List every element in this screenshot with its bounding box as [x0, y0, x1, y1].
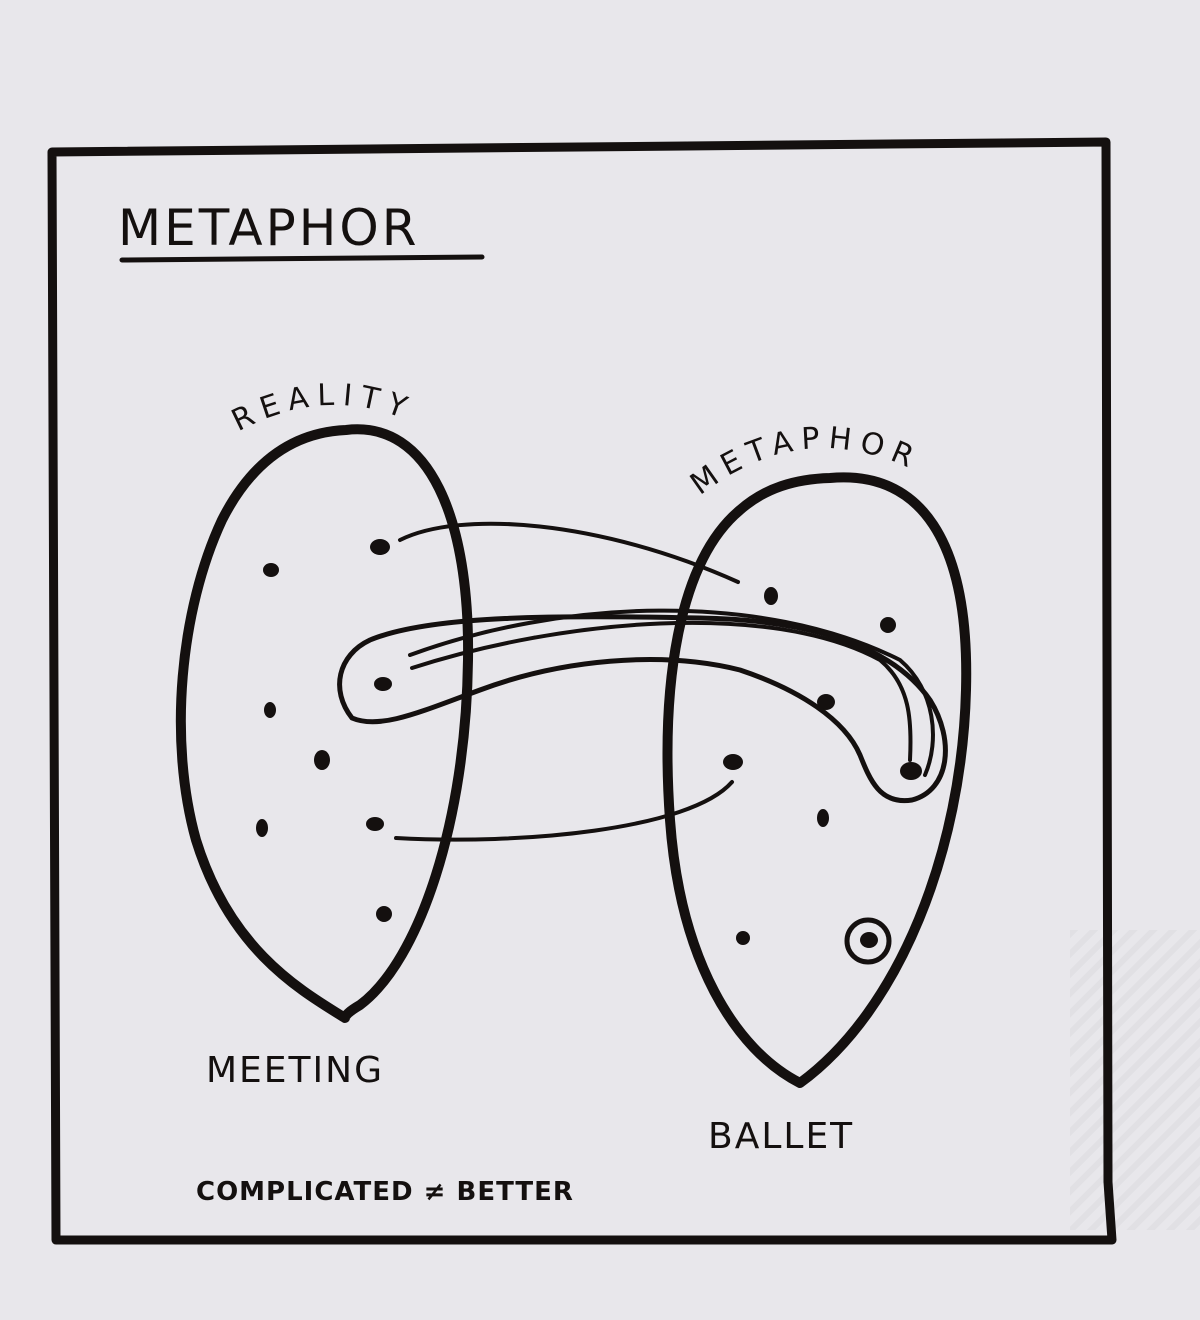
mapping-line	[408, 608, 935, 777]
metaphor-dot	[736, 931, 750, 945]
grouping-loop	[337, 614, 948, 804]
reality-dot	[376, 906, 392, 922]
metaphor-dot	[880, 617, 896, 633]
mapping-line	[394, 780, 734, 842]
reality-dot	[263, 563, 279, 577]
footnote-text: COMPLICATED ≠ BETTER	[196, 1177, 574, 1207]
reality-dot	[314, 750, 330, 770]
metaphor-dot	[764, 587, 778, 605]
reality-ellipse	[175, 424, 474, 1023]
metaphor-ellipse	[662, 472, 972, 1088]
reality-dot	[374, 677, 392, 691]
reality-dot	[256, 819, 268, 837]
metaphor-dot	[900, 762, 922, 780]
frame-border	[47, 137, 1117, 1245]
reality-dots	[256, 539, 392, 922]
mapping-line	[410, 620, 913, 762]
ballet-label: BALLET	[708, 1116, 854, 1157]
diagram-title: METAPHOR	[118, 199, 419, 257]
reality-dot	[264, 702, 276, 718]
metaphor-dot	[817, 694, 835, 710]
metaphor-dot	[817, 809, 829, 827]
paper-texture	[1070, 930, 1200, 1230]
mapping-line	[398, 521, 740, 584]
circled-metaphor-dot	[844, 917, 892, 965]
reality-dot	[366, 817, 384, 831]
mapping-lines	[394, 521, 935, 842]
metaphor-dot	[860, 932, 878, 948]
metaphor-dots	[723, 587, 922, 948]
meeting-label: MEETING	[206, 1050, 384, 1091]
reality-dot	[370, 539, 390, 555]
title-underline	[119, 254, 485, 263]
metaphor-dot	[723, 754, 743, 770]
